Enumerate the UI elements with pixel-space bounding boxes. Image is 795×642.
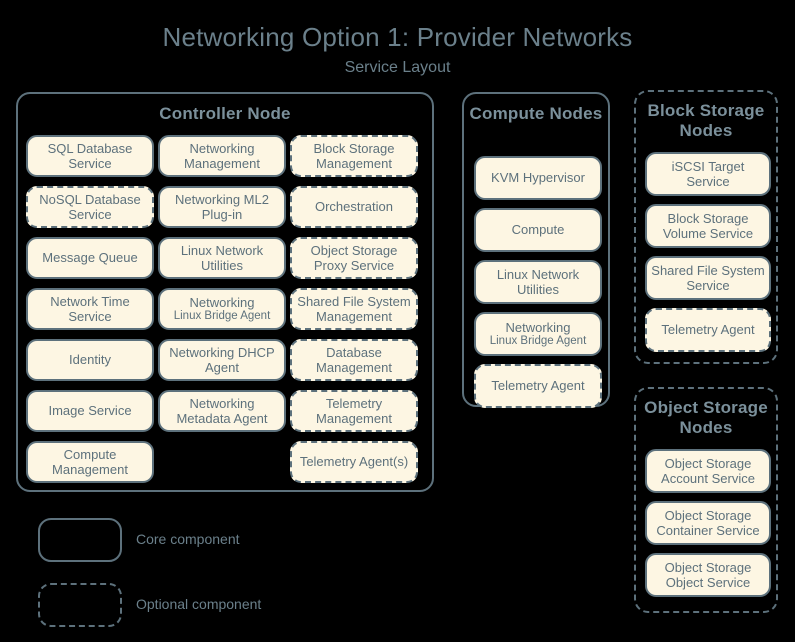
service-box-object-storage-container-service[interactable]: Object Storage Container Service bbox=[645, 501, 771, 545]
service-box-networking-dhcp-agent[interactable]: Networking DHCP Agent bbox=[158, 339, 286, 381]
service-box-label: Block Storage Volume Service bbox=[662, 210, 754, 241]
service-box-label: Network Time Service bbox=[50, 293, 130, 324]
service-box-telemetry-agent-s[interactable]: Telemetry Agent(s) bbox=[290, 441, 418, 483]
service-box-block-storage-management[interactable]: Block Storage Management bbox=[290, 135, 418, 177]
service-box-networking-management[interactable]: Networking Management bbox=[158, 135, 286, 177]
group-object-storage-nodes-title: Object Storage Nodes bbox=[644, 398, 768, 437]
service-box-label: NoSQL Database Service bbox=[39, 191, 141, 222]
legend-label-optional-component: Optional component bbox=[136, 596, 262, 612]
service-box-shared-file-system-management[interactable]: Shared File System Management bbox=[290, 288, 418, 330]
service-box-block-storage-volume-service[interactable]: Block Storage Volume Service bbox=[645, 204, 771, 248]
service-box-label: Telemetry Agent bbox=[491, 378, 585, 394]
page-subtitle: Service Layout bbox=[344, 59, 451, 76]
service-box-object-storage-proxy-service[interactable]: Object Storage Proxy Service bbox=[290, 237, 418, 279]
service-box-sublabel: Linux Bridge Agent bbox=[173, 309, 271, 322]
service-box-label: Image Service bbox=[48, 403, 132, 419]
service-box-label: Networking ML2 Plug-in bbox=[175, 191, 269, 222]
service-box-orchestration[interactable]: Orchestration bbox=[290, 186, 418, 228]
service-box-network-time-service[interactable]: Network Time Service bbox=[26, 288, 154, 330]
page-title: Networking Option 1: Provider Networks bbox=[162, 22, 633, 52]
service-box-label: KVM Hypervisor bbox=[491, 170, 585, 186]
service-box-linux-network-utilities[interactable]: Linux Network Utilities bbox=[474, 260, 602, 304]
service-box-label: Object Storage Object Service bbox=[664, 559, 752, 590]
service-box-networking-metadata-agent[interactable]: Networking Metadata Agent bbox=[158, 390, 286, 432]
service-box-object-storage-account-service[interactable]: Object Storage Account Service bbox=[645, 449, 771, 493]
service-box-label: Telemetry Agent bbox=[661, 322, 755, 338]
group-object-storage-nodes: Object Storage Nodes Object Storage Acco… bbox=[634, 387, 778, 613]
service-box-networking-ml2-plug-in[interactable]: Networking ML2 Plug-in bbox=[158, 186, 286, 228]
service-box-label: Message Queue bbox=[42, 250, 138, 266]
service-box-label: Networking Management bbox=[184, 140, 260, 171]
service-box-nosql-database-service[interactable]: NoSQL Database Service bbox=[26, 186, 154, 228]
service-box-iscsi-target-service[interactable]: iSCSI Target Service bbox=[645, 152, 771, 196]
service-box-kvm-hypervisor[interactable]: KVM Hypervisor bbox=[474, 156, 602, 200]
legend-swatch-dashed bbox=[38, 583, 122, 627]
service-box-label: iSCSI Target Service bbox=[671, 158, 745, 189]
service-box-label: Linux Network Utilities bbox=[180, 242, 264, 273]
legend-swatch-solid bbox=[38, 518, 122, 562]
group-controller-node-title: Controller Node bbox=[159, 104, 291, 123]
service-box-label: Object Storage Container Service bbox=[656, 507, 760, 538]
legend-label-core-component: Core component bbox=[136, 531, 240, 547]
service-box-label: Object Storage Proxy Service bbox=[310, 242, 398, 273]
service-box-label: Orchestration bbox=[314, 199, 394, 215]
group-compute-nodes-title: Compute Nodes bbox=[469, 104, 603, 123]
service-box-telemetry-agent[interactable]: Telemetry Agent bbox=[474, 364, 602, 408]
service-box-telemetry-agent[interactable]: Telemetry Agent bbox=[645, 308, 771, 352]
service-box-label: Identity bbox=[69, 352, 111, 368]
service-box-image-service[interactable]: Image Service bbox=[26, 390, 154, 432]
service-box-sublabel: Linux Bridge Agent bbox=[489, 334, 587, 347]
service-box-label: Block Storage Management bbox=[313, 140, 395, 171]
service-box-telemetry-management[interactable]: Telemetry Management bbox=[290, 390, 418, 432]
service-box-label: Shared File System Management bbox=[297, 293, 411, 324]
service-box-sql-database-service[interactable]: SQL Database Service bbox=[26, 135, 154, 177]
service-box-label: Object Storage Account Service bbox=[661, 455, 755, 486]
service-box-label: SQL Database Service bbox=[47, 140, 133, 171]
service-box-compute[interactable]: Compute bbox=[474, 208, 602, 252]
service-box-identity[interactable]: Identity bbox=[26, 339, 154, 381]
service-box-label: Database Management bbox=[316, 344, 392, 375]
service-box-label: Shared File System Service bbox=[651, 262, 765, 293]
service-box-shared-file-system-service[interactable]: Shared File System Service bbox=[645, 256, 771, 300]
group-block-storage-nodes-title: Block Storage Nodes bbox=[647, 101, 765, 140]
service-box-database-management[interactable]: Database Management bbox=[290, 339, 418, 381]
service-box-label: Compute bbox=[511, 222, 565, 238]
service-box-compute-management[interactable]: Compute Management bbox=[26, 441, 154, 483]
group-block-storage-nodes: Block Storage Nodes iSCSI Target Service… bbox=[634, 90, 778, 364]
service-box-message-queue[interactable]: Message Queue bbox=[26, 237, 154, 279]
service-box-label: Linux Network Utilities bbox=[496, 266, 580, 297]
service-box-label: Telemetry Management bbox=[316, 395, 392, 426]
service-box-label: Networking DHCP Agent bbox=[169, 344, 275, 375]
service-box-label: Compute Management bbox=[52, 446, 128, 477]
service-box-label: Telemetry Agent(s) bbox=[299, 454, 409, 470]
service-box-linux-network-utilities[interactable]: Linux Network Utilities bbox=[158, 237, 286, 279]
service-box-object-storage-object-service[interactable]: Object Storage Object Service bbox=[645, 553, 771, 597]
service-box-label: Networking Metadata Agent bbox=[176, 395, 268, 426]
